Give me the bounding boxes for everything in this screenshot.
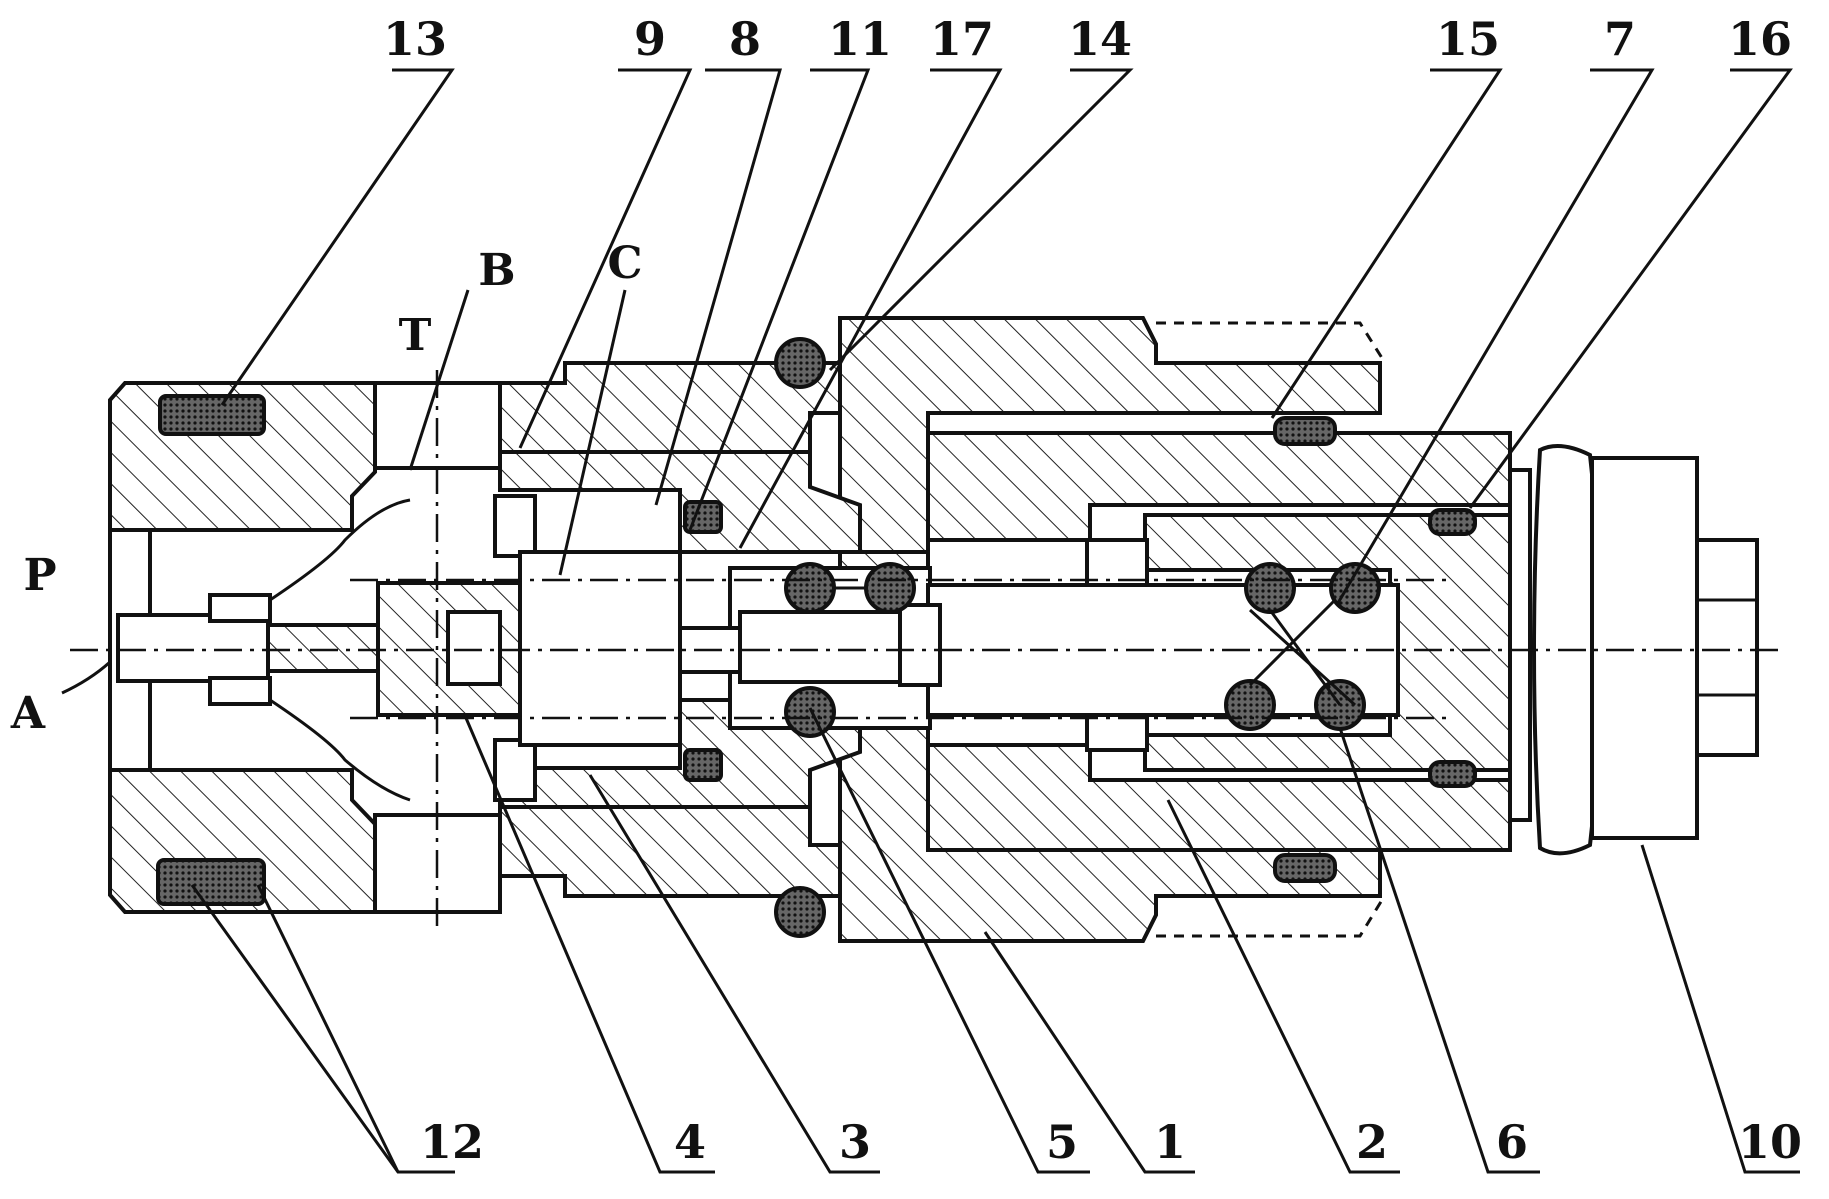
o-ring-14-lower bbox=[774, 886, 826, 938]
label-4: 4 bbox=[674, 1115, 706, 1169]
seal-11-lower bbox=[683, 748, 723, 782]
spring-6 bbox=[1224, 562, 1381, 731]
seal-16-lower bbox=[1428, 760, 1477, 788]
label-7: 7 bbox=[1604, 12, 1636, 66]
label-16: 16 bbox=[1728, 12, 1792, 66]
label-8: 8 bbox=[729, 12, 761, 66]
port-label-p: P bbox=[23, 550, 56, 601]
label-2: 2 bbox=[1356, 1115, 1388, 1169]
label-12: 12 bbox=[420, 1115, 484, 1169]
label-5: 5 bbox=[1046, 1115, 1078, 1169]
o-ring-14-upper bbox=[774, 337, 826, 389]
label-11: 11 bbox=[828, 12, 892, 66]
label-17: 17 bbox=[930, 12, 994, 66]
label-6: 6 bbox=[1496, 1115, 1528, 1169]
seal-13 bbox=[158, 394, 266, 436]
port-label-c: C bbox=[607, 238, 642, 289]
label-3: 3 bbox=[839, 1115, 871, 1169]
label-15: 15 bbox=[1436, 12, 1500, 66]
label-14: 14 bbox=[1068, 12, 1132, 66]
label-9: 9 bbox=[634, 12, 666, 66]
label-1: 1 bbox=[1154, 1115, 1186, 1169]
seal-15-upper bbox=[1273, 416, 1337, 446]
spring-5 bbox=[784, 562, 916, 738]
seal-15-lower bbox=[1273, 853, 1337, 883]
port-label-t: T bbox=[399, 310, 432, 361]
port-label-a: A bbox=[10, 688, 46, 739]
leader-lines bbox=[61, 68, 1800, 1174]
port-label-b: B bbox=[478, 245, 515, 296]
end-cap bbox=[108, 381, 502, 914]
seal-16-upper bbox=[1428, 508, 1477, 536]
label-10: 10 bbox=[1738, 1115, 1802, 1169]
label-13: 13 bbox=[383, 12, 447, 66]
seal-17 bbox=[683, 500, 723, 534]
inlet-stem bbox=[108, 498, 682, 802]
seal-12 bbox=[156, 858, 266, 906]
